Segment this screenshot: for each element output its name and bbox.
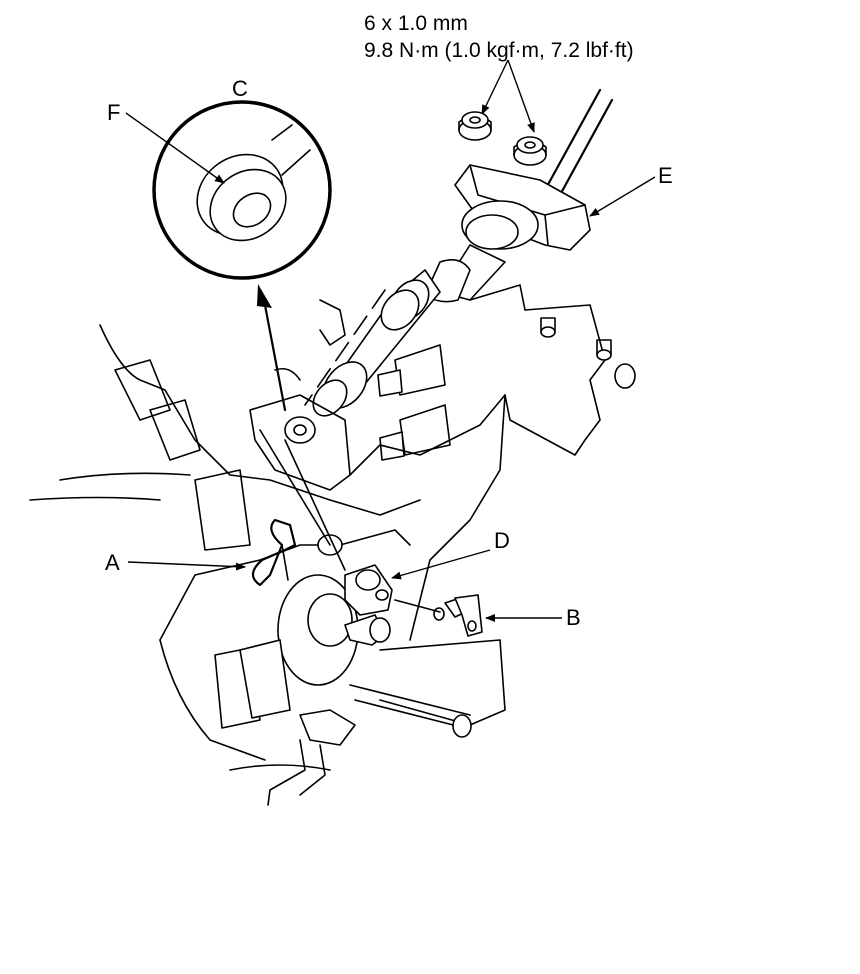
- lock-pin: [251, 518, 343, 587]
- label-e: E: [658, 163, 673, 188]
- label-f: F: [107, 100, 120, 125]
- lower-assembly: [159, 529, 506, 806]
- label-b: B: [566, 605, 581, 630]
- spec-leader-right: [507, 59, 535, 133]
- cable-clip: [433, 594, 483, 637]
- flange-nut-left: [458, 111, 492, 141]
- cable-line-2: [558, 98, 614, 197]
- label-c: C: [232, 76, 248, 101]
- wire-harness: [29, 324, 421, 551]
- detail-arrow: [262, 298, 287, 412]
- flange-nut-right: [513, 136, 547, 166]
- leader-a: [127, 561, 246, 571]
- alignment-line-1: [284, 439, 346, 571]
- cable-line-1: [543, 88, 602, 192]
- stud-left: [540, 326, 556, 338]
- leader-d: [391, 549, 491, 580]
- alignment-line-3: [394, 599, 441, 613]
- connector-lower: [379, 404, 451, 461]
- transmission-housing: [249, 284, 636, 641]
- cable-bracket: [454, 164, 591, 251]
- selector-lever: [344, 564, 393, 646]
- detail-view-c: [152, 100, 332, 280]
- alignment-line-2: [259, 429, 331, 546]
- label-a: A: [105, 550, 120, 575]
- torque-spec-value: 9.8 N·m (1.0 kgf·m, 7.2 lbf·ft): [364, 39, 634, 62]
- spec-leader-left: [481, 59, 509, 115]
- leader-f: [125, 112, 225, 184]
- shift-cable-body: [284, 244, 506, 444]
- leader-e: [589, 176, 656, 217]
- torque-spec-size: 6 x 1.0 mm: [364, 12, 468, 35]
- connector-upper: [377, 344, 446, 397]
- stud-right: [596, 349, 612, 361]
- label-d: D: [494, 528, 510, 553]
